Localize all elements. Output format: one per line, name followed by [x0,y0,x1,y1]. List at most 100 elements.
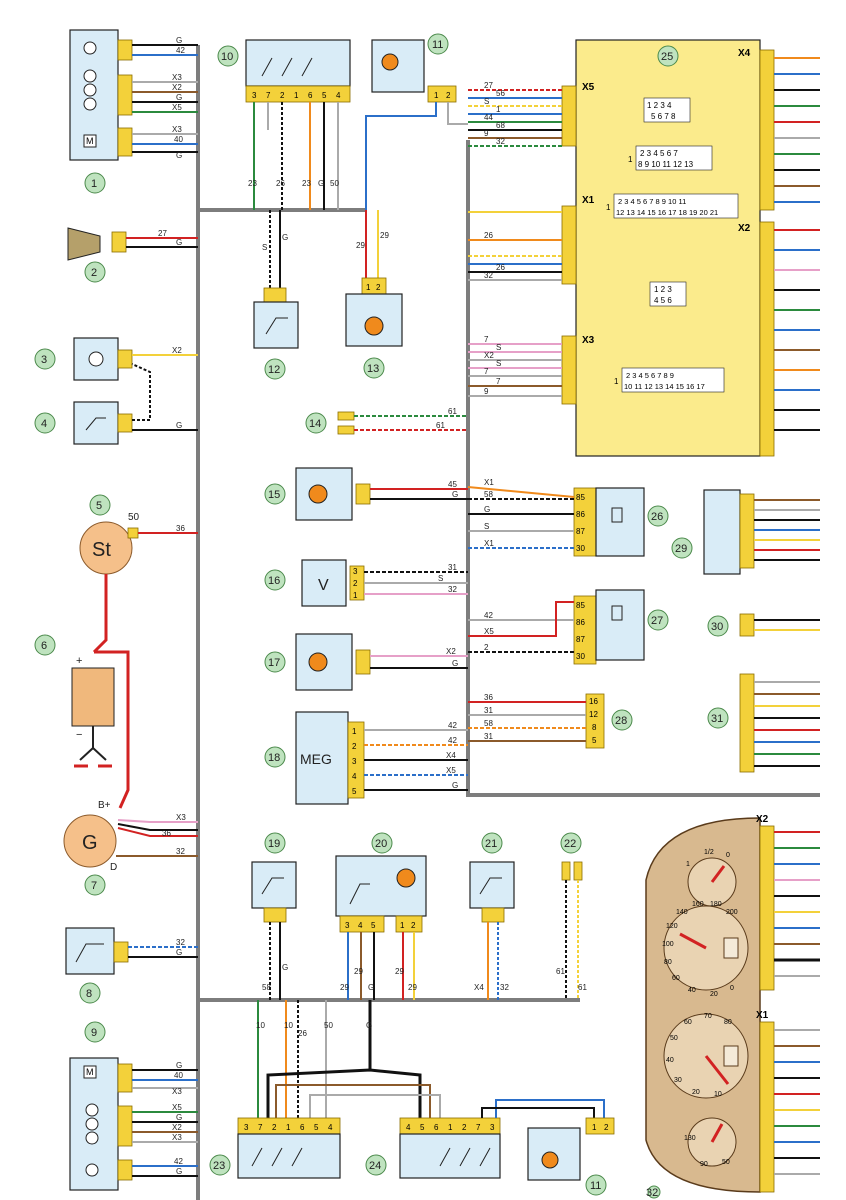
component-number-badge [671,537,693,559]
pin-label: 2 [604,1123,609,1132]
wire-label: 40 [174,135,183,144]
component-number-badge [217,45,239,67]
wire-label: 26 [298,1029,307,1038]
battery-plus-label: + [76,655,82,667]
lamp-icon [85,1117,99,1131]
wire-label: 56 [496,89,505,98]
component-29-module: 29 [671,489,820,575]
tacho-needle [679,932,707,950]
component-27-relay: 85 86 87 30 42 X5 2 27 [468,589,669,665]
lamp-icon [85,1103,99,1117]
connector [263,907,287,923]
gauge-tick: 180 [710,901,722,908]
component-30-connector: 30 [707,613,820,637]
pin-label: 1 [434,91,439,100]
wire-label: 32 [448,585,457,594]
wire-label: G [176,1061,182,1070]
component-8-sensor: 32 G 8 [65,927,198,1004]
wire-label: 7 [484,367,489,376]
wire-label: G [176,1113,182,1122]
relay-pin-label: 85 [576,601,585,610]
connector [355,483,371,505]
wire-label: 58 [262,983,271,992]
connector [111,231,127,253]
component-number-badge [264,483,286,505]
horn-icon [67,227,101,261]
socket-grid [635,145,713,171]
wire-label: 36 [484,693,493,702]
motor-icon [83,134,97,148]
gauge-tick: 1 [686,861,690,868]
wire-label: 32 [176,938,185,947]
component-16-voltmeter: V 3 2 1 31 S 32 16 [264,559,468,607]
component-number-badge [707,615,729,637]
connector-x1 [561,205,577,285]
pin-label: 4 [336,91,341,100]
wire-label: 27 [158,229,167,238]
gauge-tick: 80 [724,1019,732,1026]
odometer-window [723,937,739,959]
wire-label: 29 [395,967,404,976]
component-17-sensor: X2 G 17 [264,633,468,691]
socket-row: 12 13 14 15 16 17 18 19 20 21 [616,208,718,217]
wire-label: 61 [436,421,445,430]
switch-contacts-icon [251,1147,303,1167]
component-number: 2 [91,267,97,279]
connector [739,613,755,637]
relay-body [595,589,645,661]
gauge-tick: 30 [674,1077,682,1084]
connector [561,861,571,881]
wire-label: 40 [174,1071,183,1080]
pin-label: 3 [490,1123,495,1132]
wire-label: S [484,97,489,106]
lamp-icon [85,1163,99,1177]
component-number: 10 [221,51,233,63]
wire-label: S [484,522,489,531]
pin-label: 3 [244,1123,249,1132]
component-20-body [335,855,427,917]
component-number: 11 [590,1180,601,1192]
wire-label: X5 [172,103,182,112]
gauge-tick: 10 [714,1091,722,1098]
wire-label: 26 [484,231,493,240]
wires-7 [116,819,198,857]
wire-label: 23 [248,179,257,188]
socket-lead: 1 [606,203,611,212]
wire-label: 29 [356,241,365,250]
wire-label: 7 [496,377,501,386]
connector [117,127,133,157]
gauge-tick: 130 [684,1135,696,1142]
speed-needle [704,1055,730,1085]
wire-label: 9 [484,387,489,396]
component-3-lamp: X2 3 [34,337,198,381]
gauge-tick: 70 [704,1013,712,1020]
wire-label: 29 [354,967,363,976]
pin-label: 2 [462,1123,467,1132]
component-26-relay: 85 86 87 30 X1 58 G S X1 26 [467,478,669,557]
switch-contacts-icon [439,1147,491,1167]
wire-label: 32 [484,271,493,280]
connector-x4 [759,49,775,211]
component-number-badge [363,357,385,379]
motor-letter: M [86,136,94,146]
wire-label: S [262,243,267,252]
component-number: 31 [711,713,723,725]
wire-label: 42 [176,46,185,55]
starter-terminal-label: 50 [128,512,140,523]
lamp-icon [83,41,97,55]
connector-x5-label: X5 [582,82,595,93]
component-21-switch: X4 32 21 [469,832,515,1000]
connector [117,413,133,433]
wire-label: 36 [176,524,185,533]
component-28-connector: 16 12 8 5 36 31 58 31 28 [468,693,633,749]
wire-label: 68 [496,121,505,130]
socket-row: 2 3 4 5 6 7 8 9 [626,371,674,380]
wire-label: G [484,505,490,514]
component-11-body [371,39,425,93]
thermo-switch-icon [75,943,104,963]
motor-letter: M [86,1067,94,1077]
gauge-tick: 50 [722,1159,730,1166]
relay-pin-label: 86 [576,618,585,627]
wire-label: G [366,1021,372,1030]
wires-x1 [468,211,562,281]
